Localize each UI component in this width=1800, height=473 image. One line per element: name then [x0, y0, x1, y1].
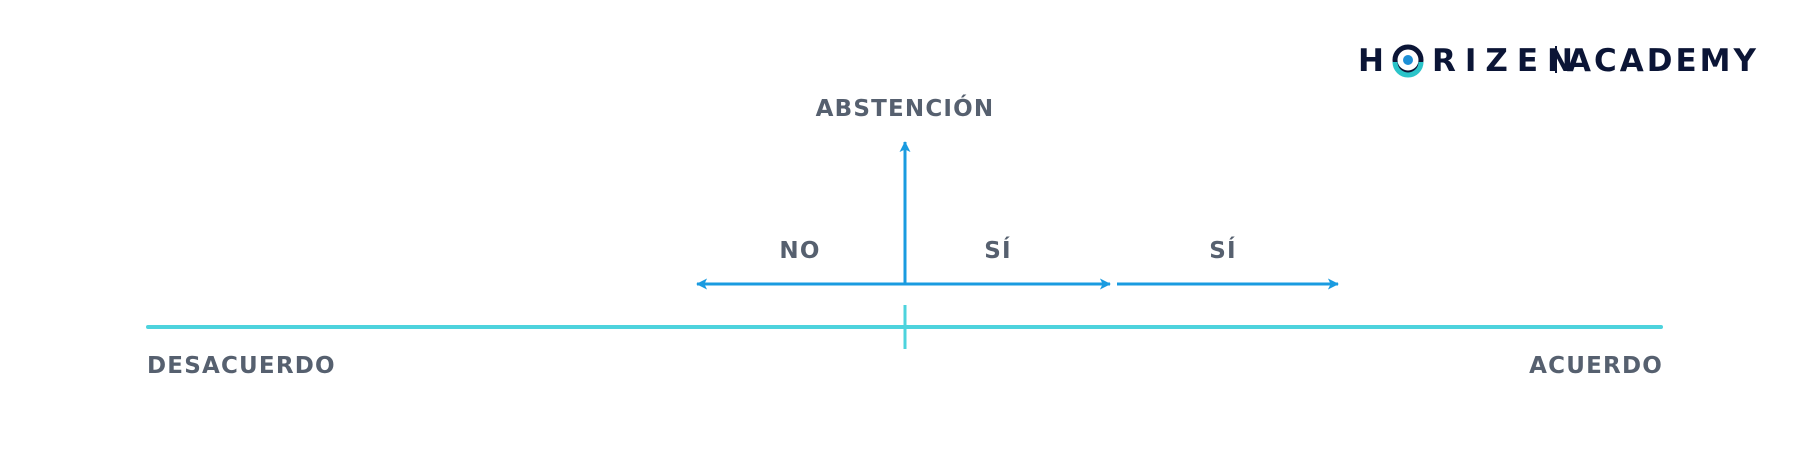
far-yes-label: SÍ	[1209, 236, 1237, 264]
no-label: NO	[779, 238, 820, 264]
yes-label: SÍ	[984, 236, 1012, 264]
agreement-label: ACUERDO	[1529, 353, 1663, 379]
abstention-label: ABSTENCIÓN	[816, 94, 995, 122]
logo-divider	[1555, 46, 1557, 73]
logo-o-icon	[1392, 44, 1424, 78]
disagreement-label: DESACUERDO	[147, 353, 336, 379]
logo-word-academy: ACADEMY	[1567, 43, 1759, 79]
logo-letter-h: H	[1358, 43, 1384, 79]
logo-word-rizen: RIZEN	[1432, 43, 1582, 79]
horizen-academy-logo: H RIZEN ACADEMY	[1358, 43, 1759, 79]
